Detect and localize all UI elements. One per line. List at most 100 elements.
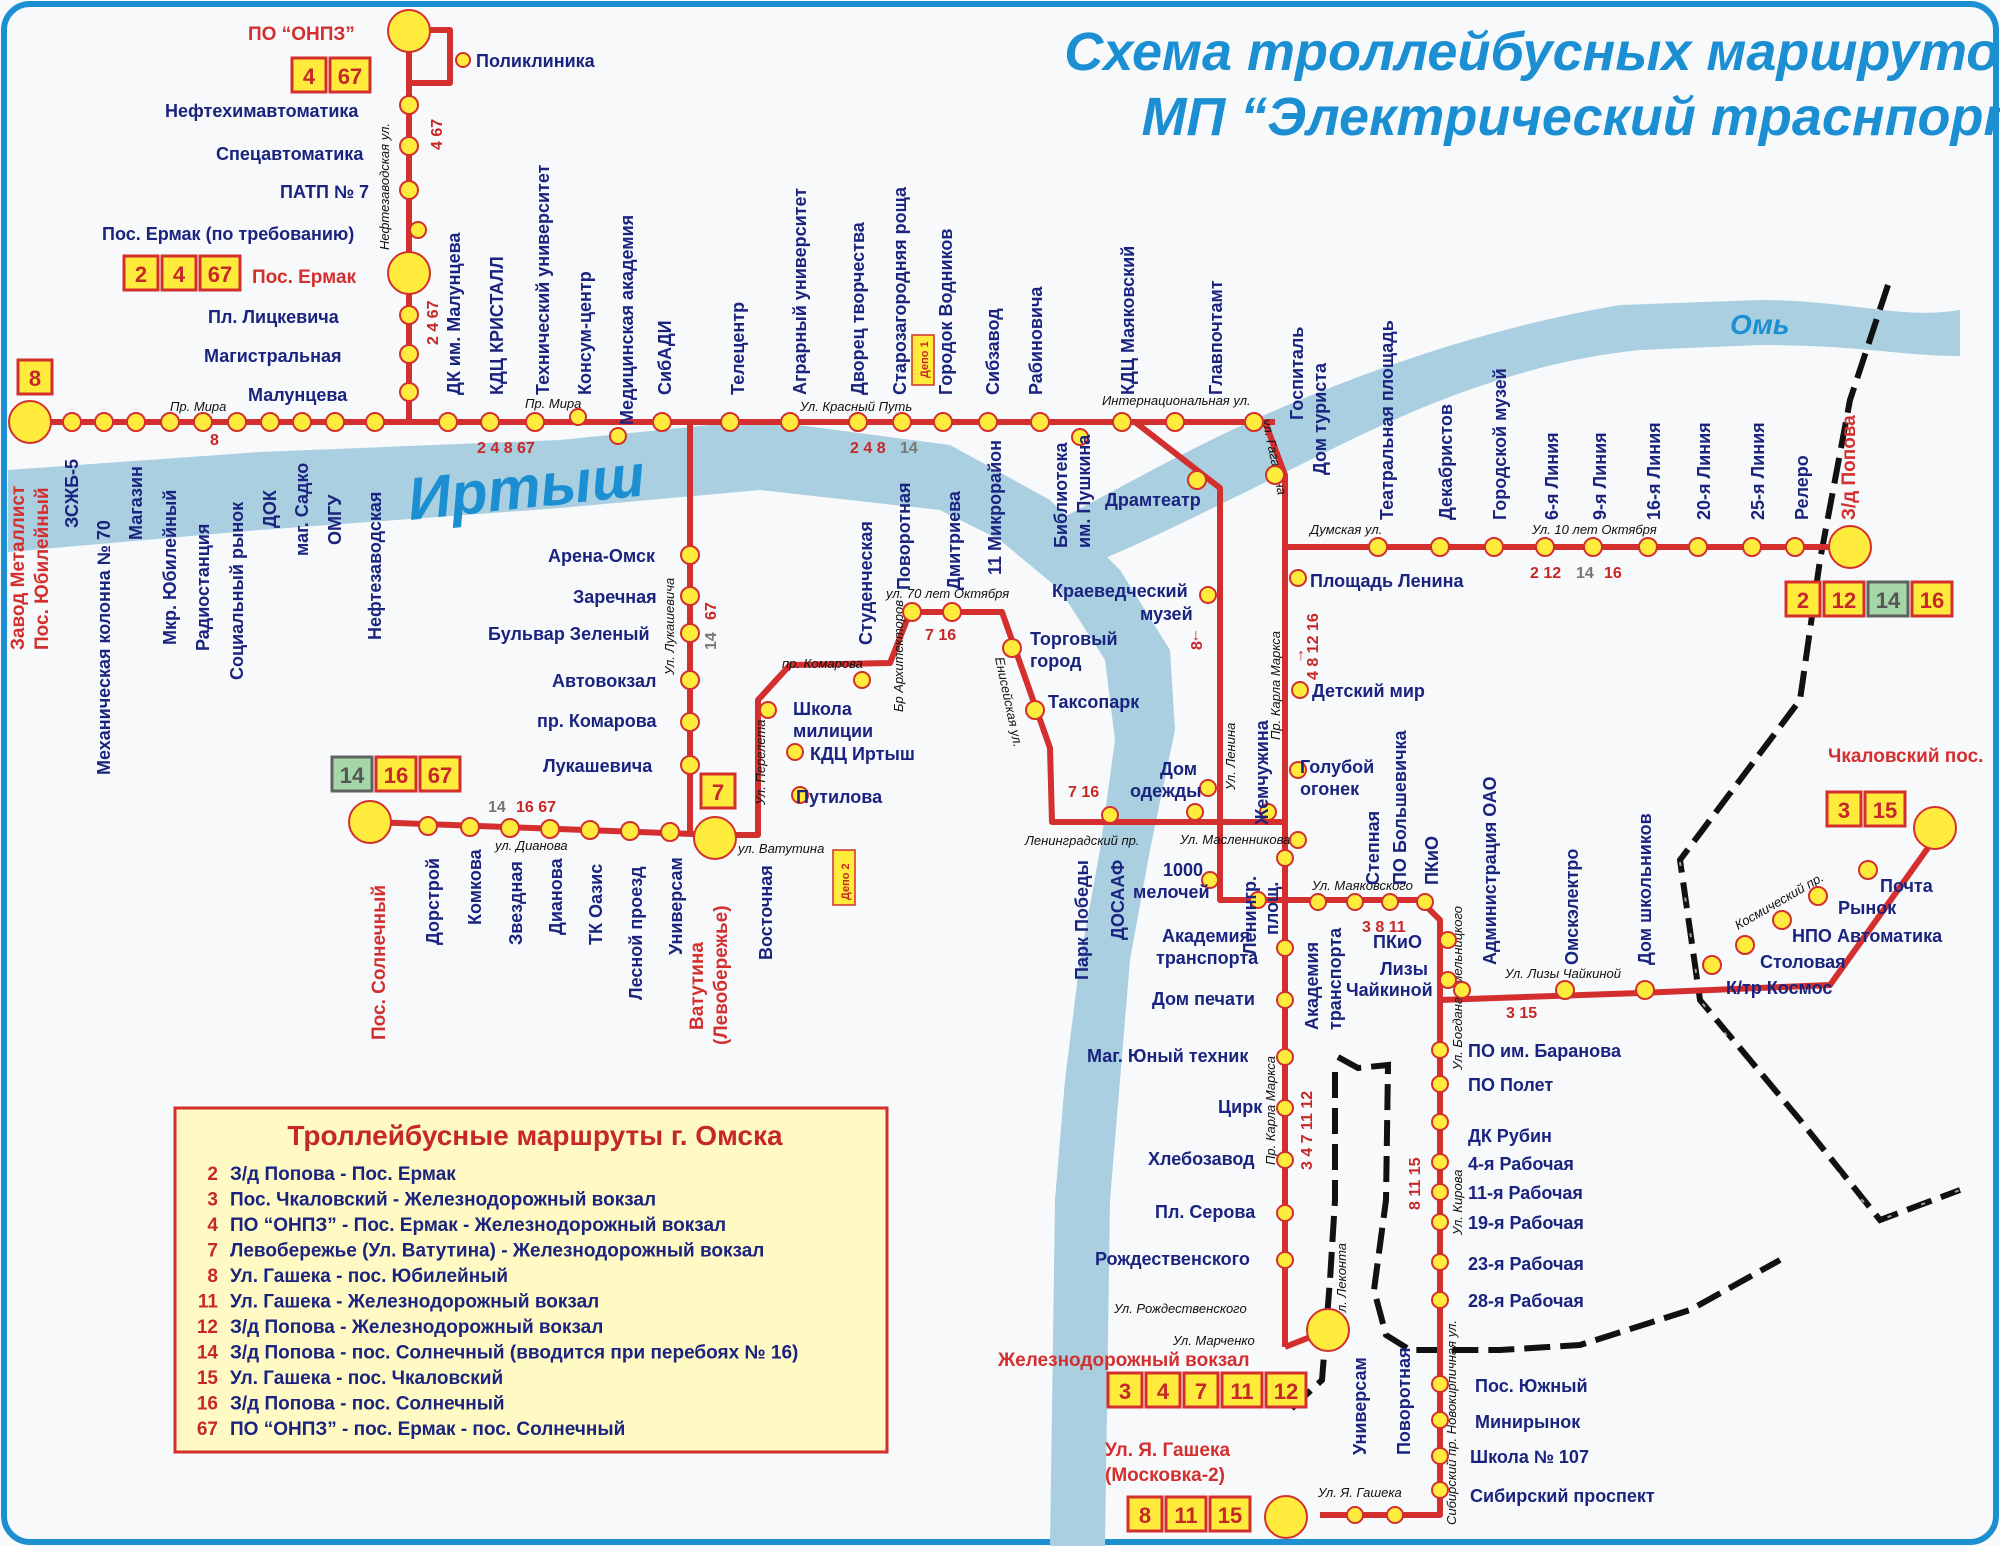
terminal-vatutina-label2: (Левобережье) bbox=[711, 905, 732, 1045]
route-label-lizy: 3 15 bbox=[1506, 1005, 1537, 1022]
route-box-number: 67 bbox=[338, 64, 362, 89]
stop-poliklinika: Поликлиника bbox=[476, 51, 596, 71]
route-label-lukash-grey: 14 bbox=[703, 632, 720, 650]
legend-box bbox=[173, 1106, 889, 1454]
street-let70: ул. 70 лет Октября bbox=[885, 586, 1009, 601]
stop-marker bbox=[720, 412, 740, 432]
terminal-ermak-marker bbox=[387, 251, 431, 295]
route-box-number: 8 bbox=[29, 366, 41, 391]
stop-labels: Поликлиника Нефтехимавтоматика Спецавтом… bbox=[102, 51, 1943, 1506]
stop-marker bbox=[1535, 537, 1555, 557]
legend-route-number: 2 bbox=[207, 1164, 218, 1185]
stop-tk-oazis: ТК Оазис bbox=[586, 864, 606, 945]
stop-bibl2: им. Пушкина bbox=[1074, 434, 1094, 548]
railway-layer bbox=[1287, 284, 1962, 1413]
stop-marker bbox=[1276, 1048, 1294, 1066]
stop-med-akad: Медицинская академия bbox=[617, 215, 637, 425]
stop-marker bbox=[1309, 893, 1327, 911]
stop-marker bbox=[1030, 412, 1050, 432]
stop-dom-shkoln: Дом школьников bbox=[1635, 813, 1655, 965]
direction-arrows: ↓ ↑ bbox=[1192, 627, 1305, 664]
route-label-onpz: 4 67 bbox=[429, 119, 446, 150]
stop-avtovokzal: Автовокзал bbox=[552, 671, 656, 691]
stop-kdc-kristall: КДЦ КРИСТАЛЛ bbox=[487, 256, 507, 395]
stop-marker bbox=[902, 602, 922, 622]
stop-polet: ПО Полет bbox=[1468, 1075, 1553, 1095]
route-box-number: 3 bbox=[1838, 798, 1850, 823]
stop-marker bbox=[942, 602, 962, 622]
stop-marker bbox=[680, 623, 700, 643]
route-box-number: 14 bbox=[340, 763, 365, 788]
stop-sibadi: СибАДИ bbox=[655, 320, 675, 395]
route-box bbox=[1182, 1371, 1220, 1409]
stop-marker bbox=[365, 412, 385, 432]
stop-rabochaya19: 19-я Рабочая bbox=[1468, 1213, 1584, 1233]
stop-rabochaya23: 23-я Рабочая bbox=[1468, 1254, 1584, 1274]
stop-marker bbox=[1416, 893, 1434, 911]
stop-glavpochtamt: Главпочтамт bbox=[1206, 280, 1226, 395]
stop-marker bbox=[418, 816, 438, 836]
stop-marker bbox=[1808, 886, 1828, 906]
stop-marker bbox=[1439, 931, 1457, 949]
stop-dramteatr: Драмтеатр bbox=[1105, 490, 1201, 510]
stop-marker bbox=[569, 408, 587, 426]
street-rozhdestv: Ул. Рождественского bbox=[1113, 1301, 1247, 1316]
legend-route-number: 15 bbox=[197, 1368, 219, 1389]
terminal-labels: ПО “ОНПЗ” Пос. Ермак Завод Металлист Пос… bbox=[8, 24, 1983, 1486]
depot-1-label: Депо 1 bbox=[919, 341, 931, 378]
stop-ermak-req: Пос. Ермак (по требованию) bbox=[102, 224, 354, 244]
stop-marker bbox=[786, 743, 804, 761]
stop-akad-transp-v1: Академия bbox=[1302, 942, 1322, 1030]
stop-marker bbox=[455, 52, 471, 68]
stop-marker bbox=[1431, 1481, 1449, 1499]
stop-marker bbox=[1276, 1151, 1294, 1169]
railway-south bbox=[1336, 1054, 1782, 1353]
stop-park-pobedy: Парк Победы bbox=[1072, 860, 1092, 980]
legend-route-number: 12 bbox=[197, 1317, 218, 1338]
route-label-krput: 2 4 8 bbox=[850, 440, 886, 457]
stop-tech-univ: Технический университет bbox=[533, 164, 553, 395]
stop-zhemchuzhina: Жемчужина bbox=[1252, 719, 1272, 826]
stop-pkio: ПКиО bbox=[1373, 932, 1422, 952]
stop-magazin: Магазин bbox=[126, 466, 146, 540]
stop-lesnoy: Лесной проезд bbox=[626, 866, 646, 1000]
route-box-number: 15 bbox=[1218, 1503, 1242, 1528]
railway-east bbox=[1676, 284, 1962, 1224]
stop-marker bbox=[325, 412, 345, 432]
route-box bbox=[418, 755, 462, 793]
stop-marker bbox=[660, 822, 680, 842]
stop-soc-rynok: Социальный рынок bbox=[227, 501, 247, 680]
stop-marker bbox=[1276, 939, 1294, 957]
stop-teatralnaya: Театральная площадь bbox=[1377, 320, 1397, 520]
stop-marker bbox=[1199, 779, 1217, 797]
stop-marker bbox=[1025, 700, 1045, 720]
stop-marker bbox=[399, 180, 419, 200]
route-box-number: 7 bbox=[1195, 1379, 1207, 1404]
route-label-dianova-grey: 14 bbox=[488, 799, 506, 816]
route-label-mira: 8 bbox=[210, 432, 219, 449]
stop-sib-prosp: Сибирский проспект bbox=[1470, 1486, 1655, 1506]
stop-shkola1: Школа bbox=[793, 699, 853, 719]
stop-gol-ogonek2: огонек bbox=[1300, 779, 1360, 799]
irtysh-upper bbox=[1010, 300, 1960, 560]
stop-rabochaya11: 11-я Рабочая bbox=[1468, 1183, 1583, 1203]
terminal-popova-marker bbox=[1828, 525, 1872, 569]
arrow-up-icon: ↑ bbox=[1297, 647, 1305, 664]
stop-marker bbox=[1635, 980, 1655, 1000]
route-label-let10-red2: 16 bbox=[1604, 565, 1622, 582]
stop-kdc-irtysh: КДЦ Иртыш bbox=[810, 744, 915, 764]
street-maslennikova: Ул. Масленникова bbox=[1179, 832, 1290, 847]
stop-pl-serova: Пл. Серова bbox=[1155, 1202, 1256, 1222]
stop-marker bbox=[609, 427, 627, 445]
route-label-mayak: 3 8 11 bbox=[1362, 919, 1406, 936]
street-komarova: пр. Комарова bbox=[782, 656, 863, 671]
stop-marker bbox=[1735, 935, 1755, 955]
stop-telecentr: Телецентр bbox=[728, 302, 748, 395]
route-box bbox=[198, 254, 242, 292]
stop-pl-lenina: Площадь Ленина bbox=[1310, 571, 1464, 591]
stop-marker bbox=[848, 412, 868, 432]
route-box bbox=[1910, 580, 1954, 618]
stop-marker bbox=[1431, 1375, 1449, 1393]
